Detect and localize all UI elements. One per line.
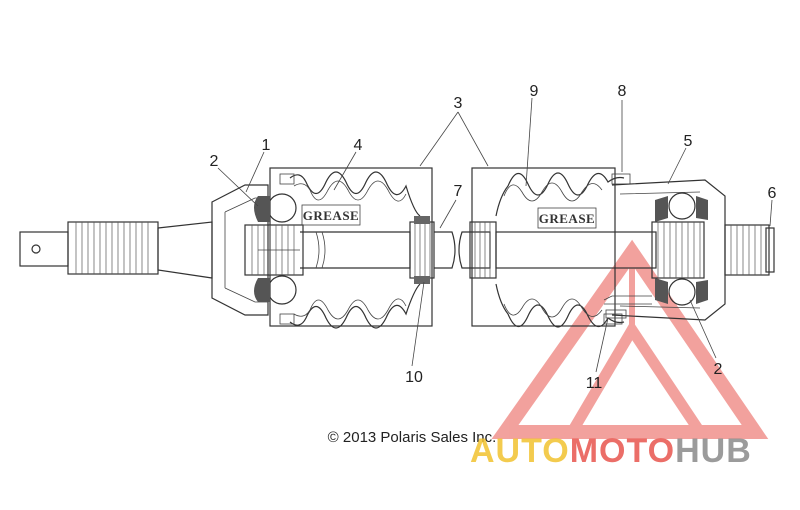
callout-8: 8: [618, 83, 627, 100]
callout-1: 1: [262, 137, 271, 154]
leader-lines: [217, 97, 773, 373]
outer-stub-shaft: [724, 224, 775, 276]
callout-3: 3: [454, 95, 463, 112]
grease-text-right: GREASE: [539, 211, 595, 226]
grease-label-left: GREASE: [301, 204, 361, 226]
callout-5: 5: [684, 133, 693, 150]
grease-label-right: GREASE: [537, 207, 597, 229]
callout-2-outer: 2: [714, 361, 723, 378]
copyright-text: © 2013 Polaris Sales Inc.: [328, 429, 497, 446]
inner-boot: [279, 171, 421, 329]
watermark-logo-icon: [491, 239, 769, 439]
callout-2-inner: 2: [210, 153, 219, 170]
clip-part: [603, 295, 652, 319]
outer-boot: [495, 172, 631, 328]
outer-boot-box: [471, 167, 616, 327]
grease-text-left: GREASE: [303, 208, 359, 223]
callout-4: 4: [354, 137, 363, 154]
svg-text:AUTOMOTOHUB: AUTOMOTOHUB: [470, 432, 752, 470]
half-shaft: [300, 216, 657, 284]
watermark-part-moto: MOTO: [570, 432, 675, 470]
watermark-part-auto: AUTO: [470, 432, 570, 470]
callout-6: 6: [768, 185, 777, 202]
watermark-text: AUTOMOTOHUB: [470, 432, 752, 470]
callout-9: 9: [530, 83, 539, 100]
callout-10: 10: [405, 369, 423, 386]
callout-7: 7: [454, 183, 463, 200]
inner-joint-assembly: [244, 193, 304, 305]
inner-stub-shaft: [19, 221, 213, 279]
watermark-part-hub: HUB: [675, 432, 752, 470]
callout-11: 11: [586, 375, 603, 392]
